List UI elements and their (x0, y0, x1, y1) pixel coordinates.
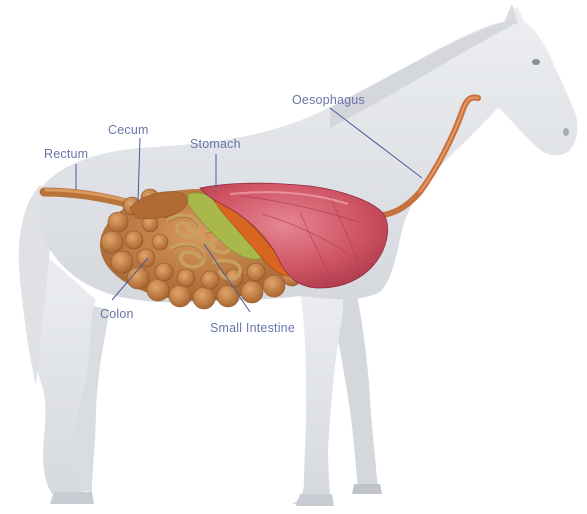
nostril (563, 128, 569, 136)
label-small-intestine: Small Intestine (210, 321, 295, 335)
hoof-front (296, 494, 334, 506)
eye (532, 59, 540, 65)
front-leg-near (292, 285, 343, 504)
hoof-front-far (352, 484, 382, 494)
label-oesophagus: Oesophagus (292, 93, 365, 107)
hoof-hind (50, 492, 94, 504)
label-stomach: Stomach (190, 137, 241, 151)
label-cecum: Cecum (108, 123, 149, 137)
label-colon: Colon (100, 307, 134, 321)
label-rectum: Rectum (44, 147, 88, 161)
